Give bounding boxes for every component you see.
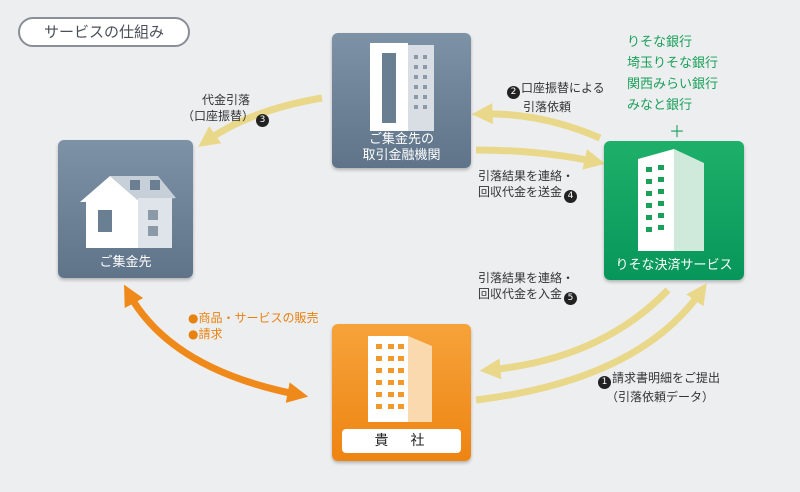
bank-list: りそな銀行 埼玉りそな銀行 関西みらい銀行 みなと銀行 — [627, 32, 718, 116]
step4-line2: 回収代金を送金 — [478, 185, 563, 199]
plus-sign: ＋ — [669, 122, 686, 141]
financial-institution-label-line2: 取引金融機関 — [362, 148, 441, 163]
step2-number-badge: 2 — [507, 86, 520, 99]
step4-number-badge: 4 — [564, 190, 578, 203]
bank-item: 埼玉りそな銀行 — [627, 56, 719, 71]
arrow-step1 — [475, 283, 707, 404]
risona-settlement-label: りそな決済サービス — [615, 258, 733, 273]
tower-building-icon — [370, 43, 434, 131]
house-icon — [80, 176, 176, 248]
step3-line2: （口座振替） — [182, 109, 255, 123]
step3-number-badge: 3 — [256, 114, 270, 127]
customer-node: ご集金先 — [58, 140, 193, 278]
office-building-icon — [638, 149, 704, 251]
diagram-title: サービスの仕組み — [18, 17, 190, 47]
arrow-step4 — [475, 146, 606, 170]
step1-line1: 請求書明細をご提出 — [612, 371, 721, 385]
company-node: 貴 社 — [332, 324, 471, 461]
step3-text: 代金引落 （口座振替）3 — [182, 92, 270, 127]
step2-line1: 口座振替による — [521, 81, 605, 95]
risona-settlement-node: りそな決済サービス — [604, 141, 744, 280]
step2-line2: 引落依頼 — [523, 100, 572, 114]
step5-line1: 引落結果を連絡・ — [478, 271, 575, 285]
company-label: 貴 社 — [342, 429, 461, 453]
step3-line1: 代金引落 — [202, 93, 251, 107]
step1-number-badge: 1 — [598, 376, 611, 389]
step1-line2: （引落依頼データ） — [606, 390, 715, 404]
arrow-sales — [124, 284, 309, 403]
financial-institution-label-line1: ご集金先の — [368, 132, 434, 147]
bank-item: みなと銀行 — [627, 98, 693, 113]
financial-institution-node: ご集金先の 取引金融機関 — [332, 33, 471, 168]
arrow-step3 — [198, 94, 323, 147]
step5-line2: 回収代金を入金 — [478, 287, 563, 301]
company-building-icon — [368, 336, 432, 422]
bank-item: 関西みらい銀行 — [627, 77, 719, 92]
bank-item: りそな銀行 — [627, 35, 693, 50]
step4-line1: 引落結果を連絡・ — [478, 169, 575, 183]
arrow-step5 — [479, 287, 671, 380]
step5-number-badge: 5 — [564, 292, 578, 305]
sales-text: ●商品・サービスの販売 ●請求 — [188, 310, 318, 342]
sales-line2: ●請求 — [188, 327, 223, 341]
sales-line1: ●商品・サービスの販売 — [188, 311, 319, 325]
arrow-step2 — [471, 103, 602, 142]
customer-label: ご集金先 — [99, 255, 152, 270]
